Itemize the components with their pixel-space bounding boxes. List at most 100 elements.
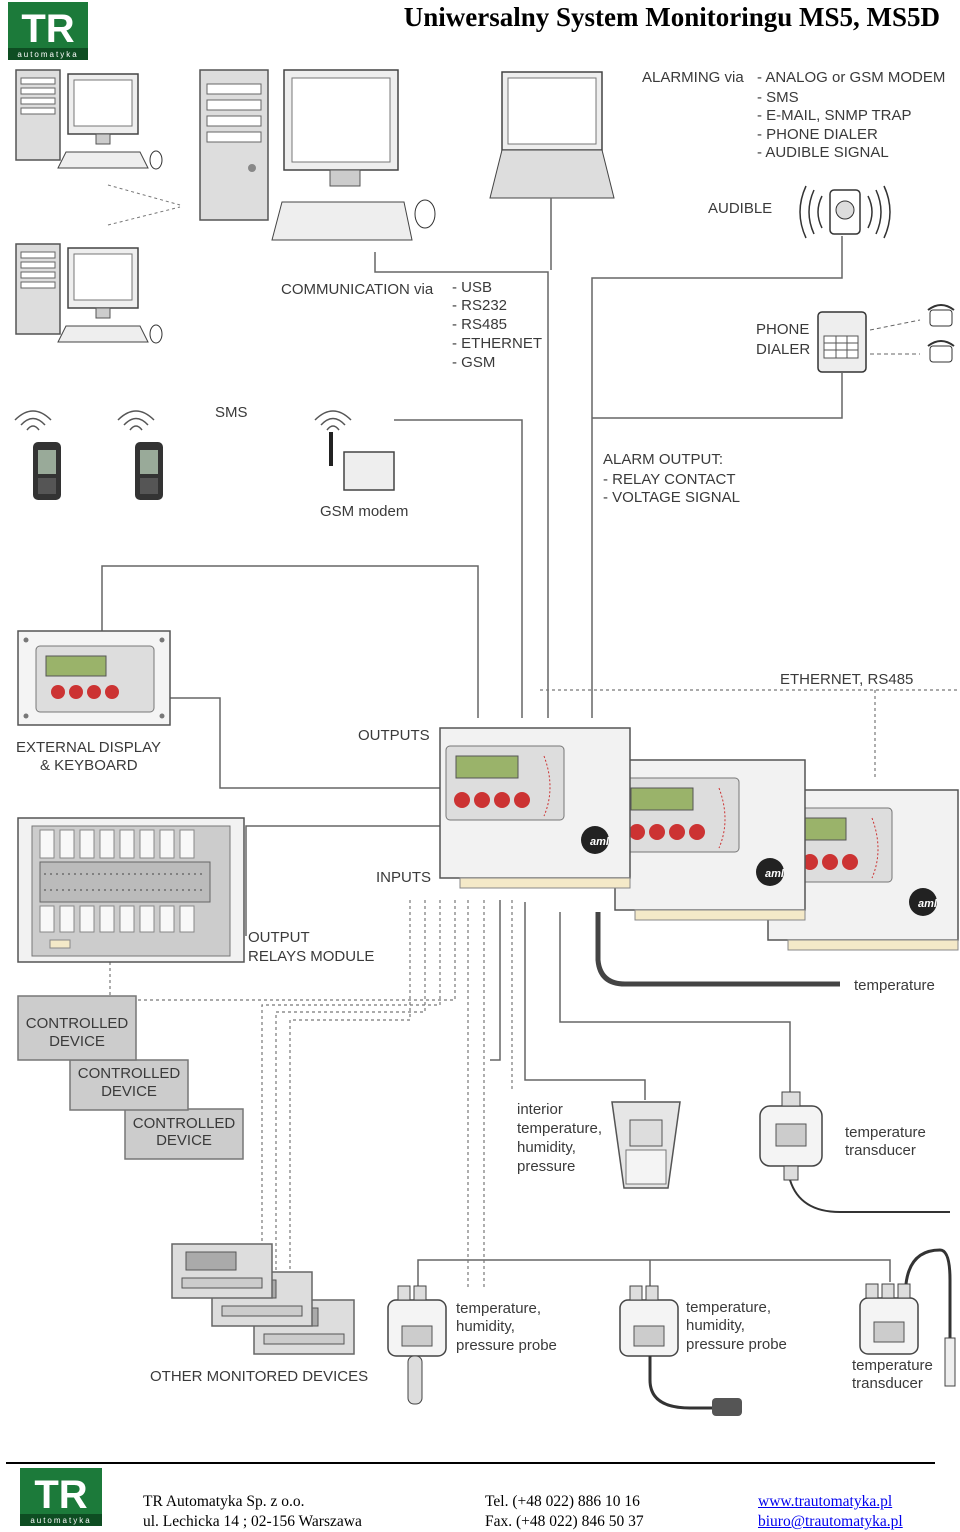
communication-item: - USB: [452, 279, 492, 296]
audible-label: AUDIBLE: [708, 200, 772, 217]
footer-logo-text: TR: [34, 1473, 87, 1517]
external-display-label: EXTERNAL DISPLAY: [16, 739, 161, 756]
probe-label: pressure probe: [456, 1337, 557, 1354]
other-devices-label: OTHER MONITORED DEVICES: [150, 1368, 368, 1385]
footer-logo-subtext: automatyka: [30, 1516, 91, 1525]
page-title: Uniwersalny System Monitoringu MS5, MS5D: [403, 2, 940, 32]
website-link[interactable]: www.trautomatyka.pl: [758, 1493, 893, 1510]
outputs-label: OUTPUTS: [358, 727, 430, 744]
footer-logo: TR automatyka: [20, 1468, 102, 1526]
inputs-label: INPUTS: [376, 869, 431, 886]
footer-street: ul. Lechicka 14 ; 02-156 Warszawa: [143, 1513, 362, 1530]
alarming-item: - PHONE DIALER: [757, 126, 878, 143]
phone-dialer-label: DIALER: [756, 341, 810, 358]
temperature-transducer-icon: [859, 1248, 956, 1387]
footer-phones: Tel. (+48 022) 886 10 16 Fax. (+48 022) …: [485, 1492, 644, 1532]
footer-address: TR Automatyka Sp. z o.o. ul. Lechicka 14…: [143, 1492, 362, 1532]
logo-subtext: automatyka: [17, 50, 78, 59]
telephone-icon: [927, 304, 955, 327]
external-display-label: & KEYBOARD: [40, 757, 138, 774]
controlled-device-label: CONTROLLED: [26, 1015, 129, 1032]
alarm-output-label: - VOLTAGE SIGNAL: [603, 489, 740, 506]
temp-transducer-label: temperature: [845, 1124, 926, 1141]
alarming-item: - AUDIBLE SIGNAL: [757, 144, 889, 161]
alarming-item: - SMS: [757, 89, 799, 106]
temperature-transducer-icon: [759, 1091, 823, 1181]
controlled-device: CONTROLLED DEVICE: [69, 1059, 189, 1111]
temp-transducer-label: transducer: [845, 1142, 916, 1159]
communication-item: - ETHERNET: [452, 335, 542, 352]
communication-item: - RS485: [452, 316, 507, 333]
probe-icon: [387, 1285, 447, 1405]
communication-item: - RS232: [452, 297, 507, 314]
telephone-icon: [927, 340, 955, 363]
siren-icon: [799, 185, 891, 239]
interior-label: humidity,: [517, 1139, 576, 1156]
interior-label: pressure: [517, 1158, 575, 1175]
communication-lead-text: COMMUNICATION via: [281, 281, 434, 298]
ethernet-label: ETHERNET, RS485: [780, 671, 913, 688]
controlled-device: CONTROLLED DEVICE: [124, 1108, 244, 1160]
probe-label: pressure probe: [686, 1336, 787, 1353]
system-diagram: aml ALARMING via - ANALOG or GSM MODEM -…: [14, 69, 960, 1416]
controlled-device-label: DEVICE: [49, 1033, 105, 1050]
wireless-signal-icon: [314, 410, 352, 431]
laptop: [489, 71, 615, 199]
controlled-device-label: DEVICE: [101, 1083, 157, 1100]
network-link-lines: [107, 184, 181, 226]
interior-label: interior: [517, 1101, 563, 1118]
probe-label: temperature,: [686, 1299, 771, 1316]
phone-links: [869, 319, 921, 355]
controlled-device-label: CONTROLLED: [133, 1115, 236, 1132]
footer-links: www.trautomatyka.pl biuro@trautomatyka.p…: [758, 1492, 903, 1532]
footer-divider: [6, 1462, 935, 1464]
sensor-cable-lines: [109, 689, 960, 1310]
company-logo: TR automatyka: [8, 2, 88, 60]
probe-label: humidity,: [456, 1318, 515, 1335]
alarming-lead-text: ALARMING via: [642, 69, 744, 86]
probe-label: humidity,: [686, 1317, 745, 1334]
ms5-unit: [439, 727, 631, 889]
alarming-item: - ANALOG or GSM MODEM: [757, 69, 945, 86]
probe-icon: [619, 1285, 742, 1416]
communication-label: COMMUNICATION via - USB - RS232 - RS485 …: [281, 279, 542, 371]
controlled-device-label: CONTROLLED: [78, 1065, 181, 1082]
mobile-phone-icon: [33, 442, 61, 500]
email-link[interactable]: biuro@trautomatyka.pl: [758, 1513, 903, 1530]
sms-label: SMS: [215, 404, 248, 421]
footer-fax: Fax. (+48 022) 846 50 37: [485, 1513, 644, 1530]
probe-label: temperature,: [456, 1300, 541, 1317]
output-relays-label: RELAYS MODULE: [248, 948, 374, 965]
wireless-signal-icon: [117, 410, 155, 431]
ms5-unit: [614, 759, 806, 921]
alarming-item: - E-MAIL, SNMP TRAP: [757, 107, 911, 124]
external-display-keyboard: [17, 630, 171, 726]
workstation-mid-left: [15, 243, 163, 344]
temp-transducer-label: transducer: [852, 1375, 923, 1392]
footer-tel: Tel. (+48 022) 886 10 16: [485, 1493, 640, 1510]
wireless-signal-icon: [14, 410, 52, 431]
workstation-main: [199, 69, 436, 241]
output-relays-label: OUTPUT: [248, 929, 310, 946]
mobile-phone-icon: [135, 442, 163, 500]
phone-dialer-label: PHONE: [756, 321, 809, 338]
communication-item: - GSM: [452, 354, 495, 371]
phone-dialer-icon: [817, 311, 867, 373]
alarming-label: ALARMING via - ANALOG or GSM MODEM - SMS…: [642, 69, 945, 161]
page-footer: TR automatyka TR Automatyka Sp. z o.o. u…: [0, 1462, 960, 1532]
gsm-modem-icon: [329, 432, 395, 491]
controlled-device-label: DEVICE: [156, 1132, 212, 1149]
interior-sensor-icon: [611, 1101, 681, 1189]
output-relays-module: [17, 817, 245, 963]
workstation-top-left: [15, 69, 163, 170]
temp-transducer-label: temperature: [852, 1357, 933, 1374]
alarm-output-label: - RELAY CONTACT: [603, 471, 736, 488]
interior-label: temperature,: [517, 1120, 602, 1137]
other-monitored-device: [171, 1243, 273, 1299]
alarm-output-label: ALARM OUTPUT:: [603, 451, 723, 468]
logo-text: TR: [21, 7, 74, 51]
temperature-label: temperature: [854, 977, 935, 994]
controlled-device: CONTROLLED DEVICE: [17, 995, 137, 1061]
gsm-modem-label: GSM modem: [320, 503, 408, 520]
footer-company: TR Automatyka Sp. z o.o.: [143, 1493, 305, 1510]
